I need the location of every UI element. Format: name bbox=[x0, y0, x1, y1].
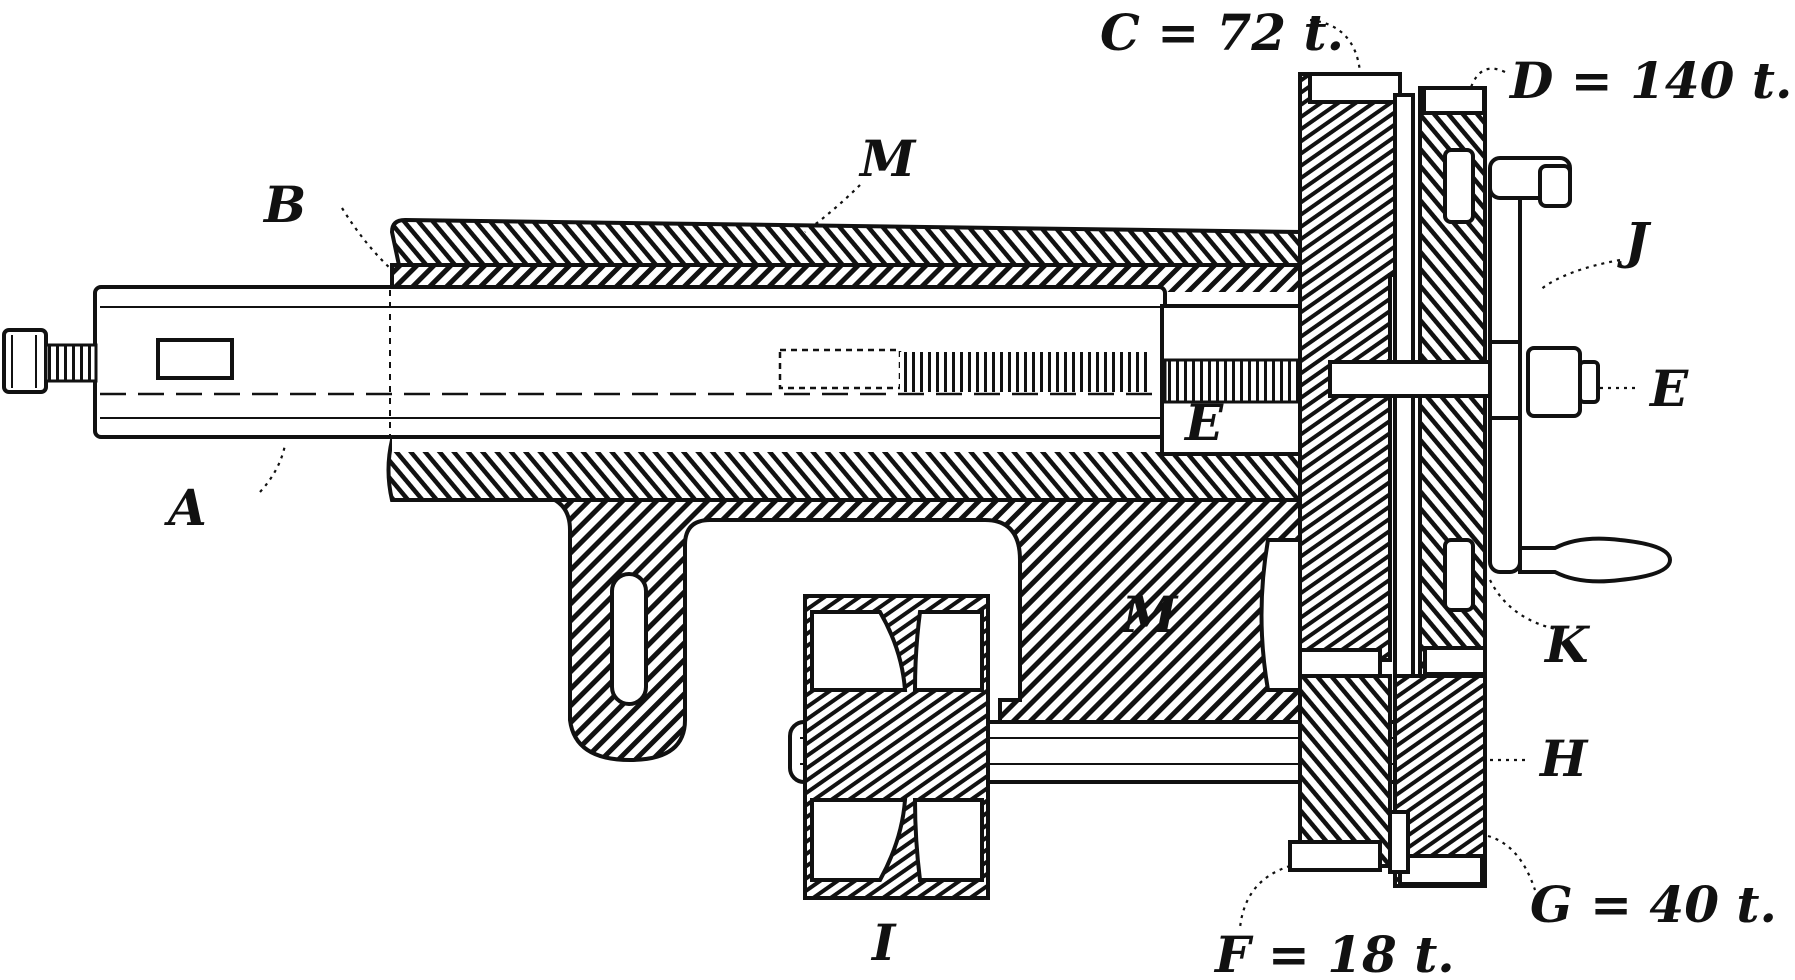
label-g: G = 40 t. bbox=[1530, 875, 1777, 934]
label-f: F = 18 t. bbox=[1213, 925, 1455, 980]
body-casting bbox=[390, 468, 1302, 763]
label-e-right: E bbox=[1648, 359, 1689, 418]
label-e-inner: E bbox=[1183, 393, 1224, 452]
label-a: A bbox=[164, 478, 207, 537]
recess-window bbox=[1259, 538, 1302, 692]
label-i: I bbox=[870, 913, 897, 972]
label-m-top: M bbox=[858, 129, 917, 188]
label-b: B bbox=[262, 175, 306, 234]
screw-stud bbox=[2, 328, 98, 394]
key-slot bbox=[156, 338, 234, 380]
screw-e bbox=[1328, 340, 1600, 420]
gear-g bbox=[1388, 674, 1487, 888]
label-m-body: M bbox=[1120, 585, 1179, 644]
label-j: J bbox=[1617, 211, 1652, 270]
screw-e-thread bbox=[1163, 358, 1307, 404]
label-h: H bbox=[1538, 729, 1589, 788]
pulley-i bbox=[803, 594, 990, 900]
internal-slot bbox=[778, 348, 902, 390]
gear-f bbox=[1288, 674, 1392, 872]
mounting-slot bbox=[610, 572, 648, 706]
spindle-thread bbox=[900, 352, 1150, 392]
label-k: K bbox=[1543, 615, 1591, 674]
label-c: C = 72 t. bbox=[1100, 3, 1344, 62]
spindle-a bbox=[93, 285, 1167, 439]
label-d: D = 140 t. bbox=[1508, 51, 1792, 110]
leader-lines bbox=[259, 18, 1640, 929]
crank-handle bbox=[1518, 536, 1673, 584]
